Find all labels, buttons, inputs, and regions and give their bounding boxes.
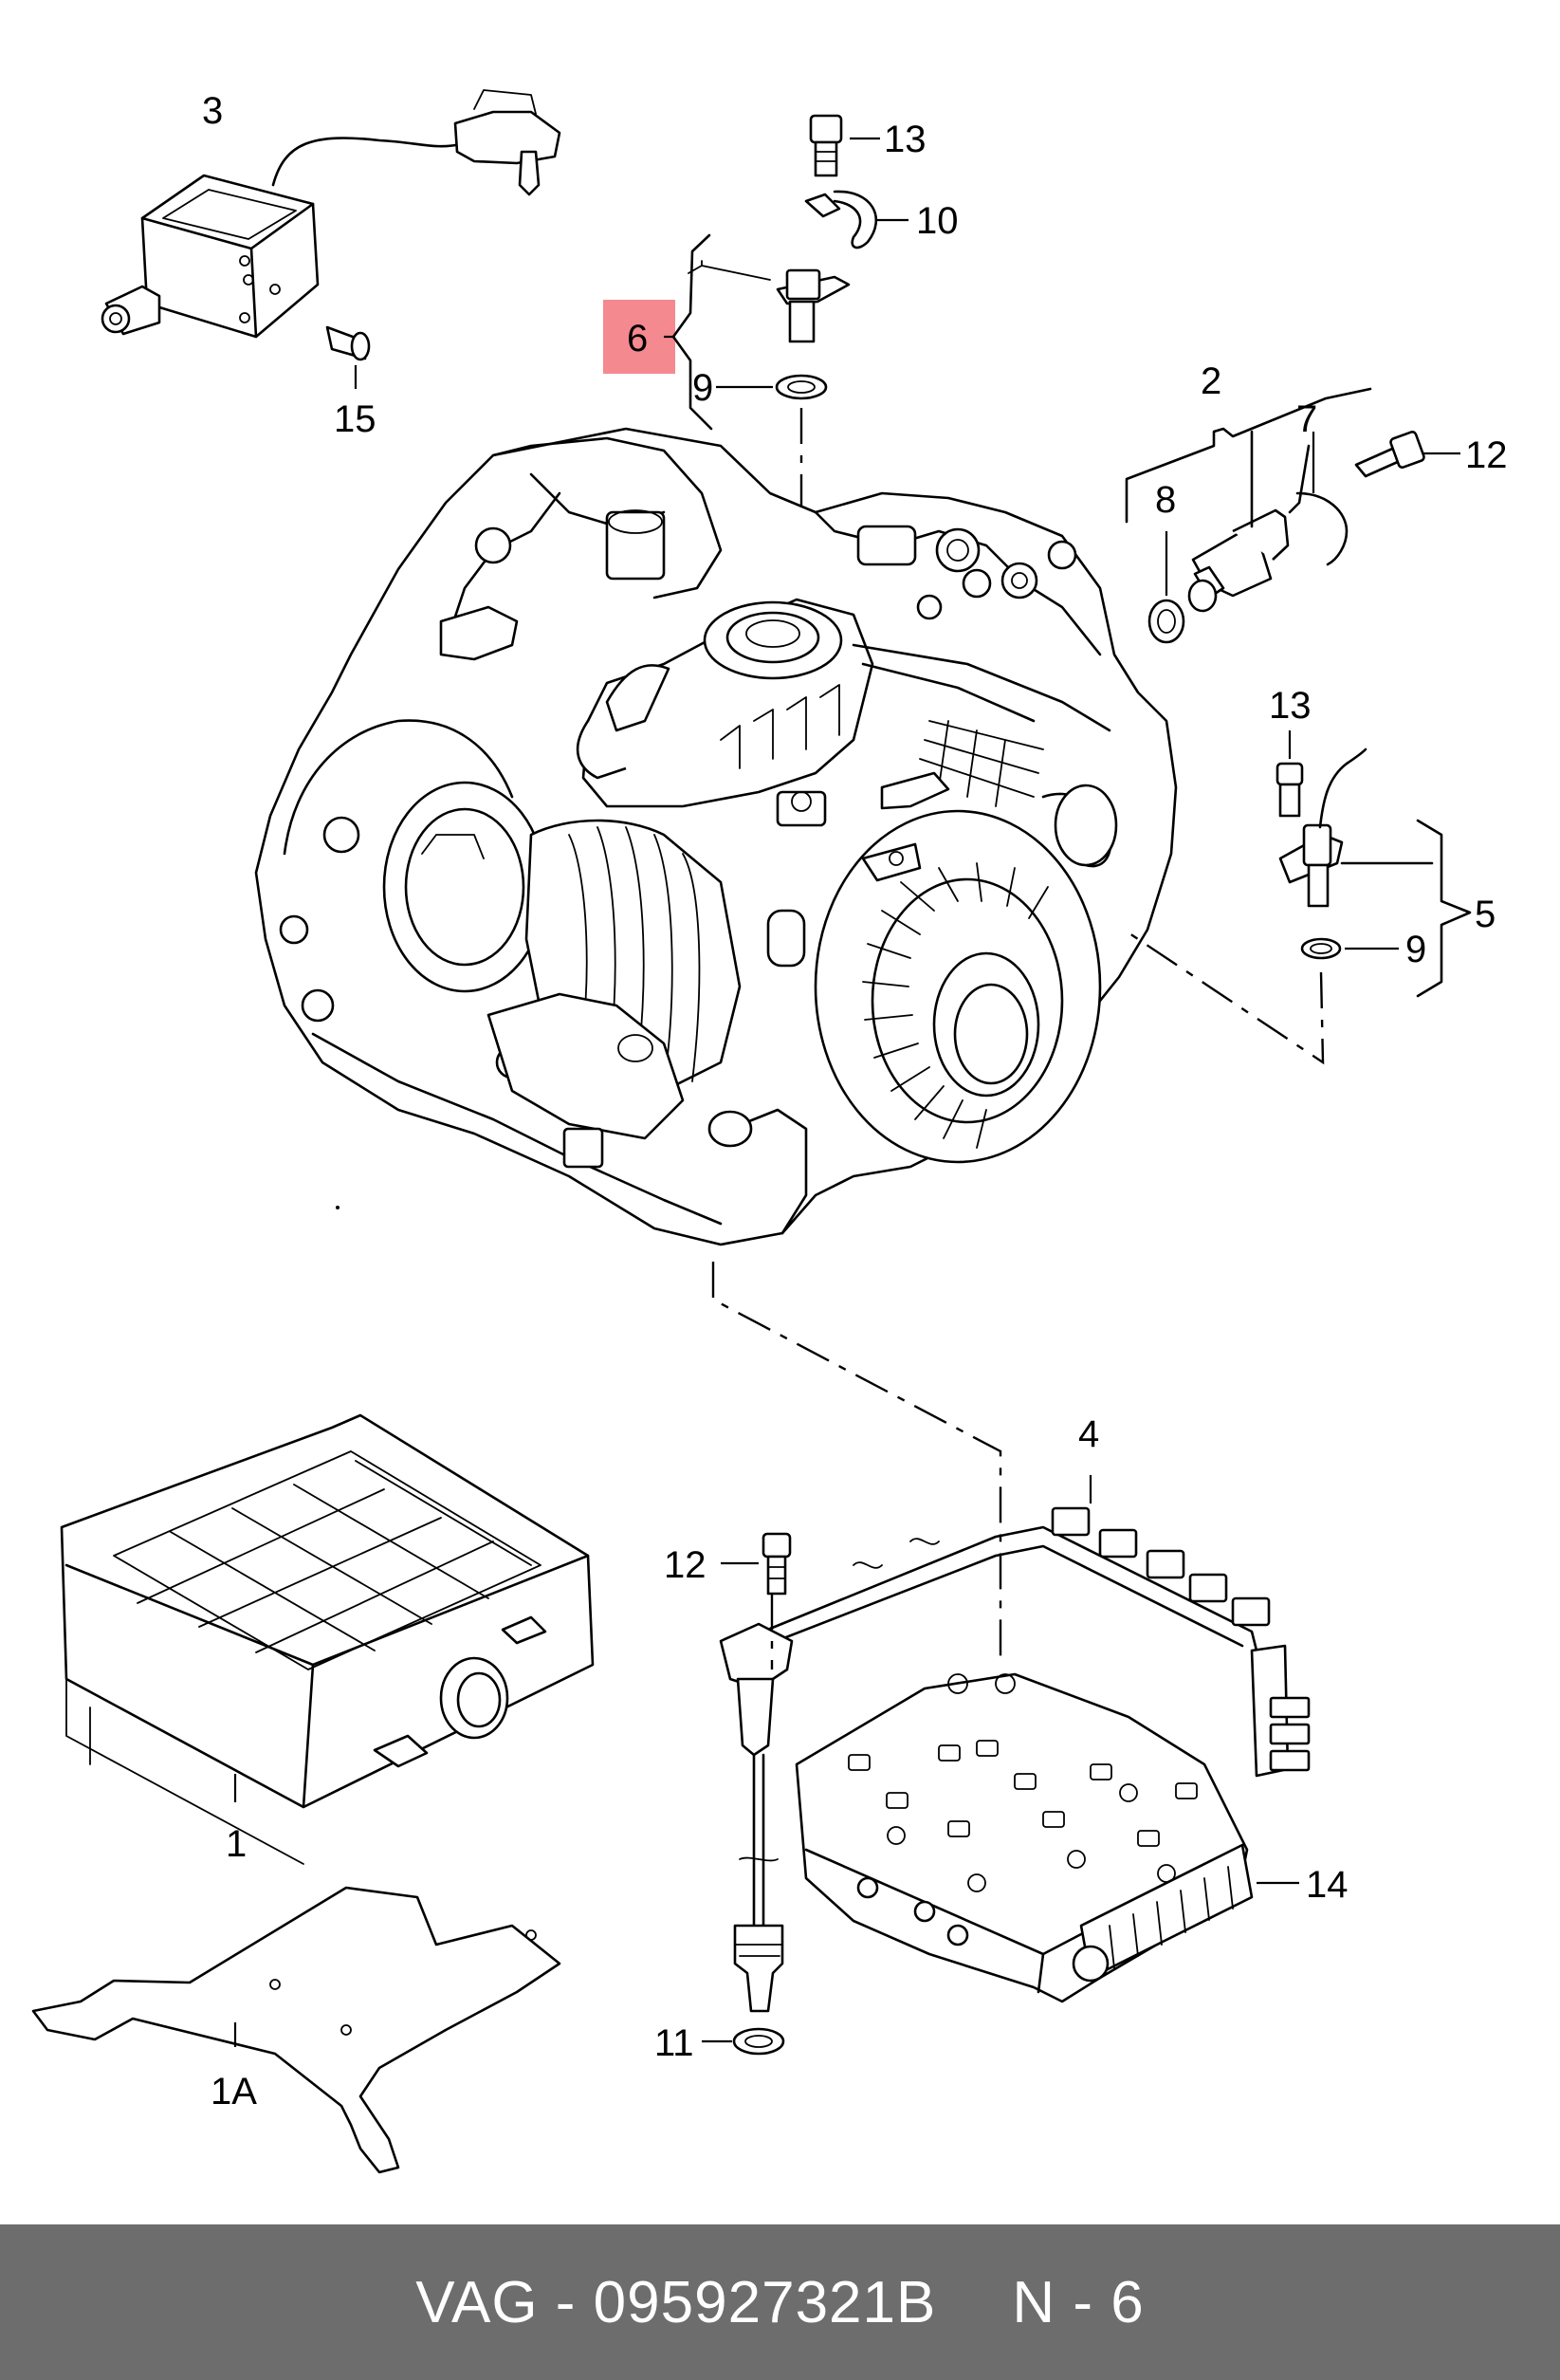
- callout-9-top: 9: [692, 367, 713, 409]
- part-7-pressure-switch[interactable]: [1191, 430, 1349, 598]
- part-2-bracket-group: [1125, 387, 1372, 524]
- callout-13-top: 13: [884, 119, 927, 160]
- diagram-page-text: N - 6: [1012, 2269, 1145, 2335]
- callout-4: 4: [1078, 1413, 1099, 1455]
- part-3-sensor-unit[interactable]: [101, 89, 561, 339]
- part-5-speed-sensor[interactable]: [1278, 747, 1472, 998]
- highlight-box-part-6: [603, 300, 675, 374]
- part-12-bolt-lower[interactable]: [721, 1532, 792, 1596]
- callout-2: 2: [1201, 360, 1221, 402]
- part-8-seal-ring[interactable]: [1147, 531, 1225, 644]
- callout-6: 6: [627, 318, 648, 360]
- callout-3: 3: [202, 90, 223, 132]
- part-14-valve-body[interactable]: [795, 1672, 1299, 2003]
- part-1-control-unit[interactable]: [60, 1413, 595, 1865]
- callout-1A: 1A: [211, 2071, 257, 2112]
- part-13-bolt-top[interactable]: [809, 114, 880, 177]
- callout-12-top: 12: [1465, 434, 1508, 476]
- callout-15: 15: [334, 398, 376, 440]
- callout-12-lower: 12: [664, 1544, 707, 1586]
- callout-1: 1: [226, 1823, 247, 1865]
- exploded-parts-diagram: 3 15 13 10 6 9 2 7 12 8 13 5 9 4 12 1 14…: [31, 89, 1508, 2174]
- callout-13-right: 13: [1269, 685, 1312, 727]
- part-9-o-ring-top[interactable]: [716, 374, 828, 400]
- part-11-o-ring[interactable]: [702, 2027, 785, 2056]
- callout-8: 8: [1155, 479, 1176, 521]
- callout-5: 5: [1475, 894, 1496, 935]
- callout-10: 10: [916, 200, 959, 242]
- footer-bar: VAG - 095927321B N - 6: [0, 2224, 1560, 2380]
- part-12-bolt-top[interactable]: [1354, 431, 1460, 478]
- long-speed-sensor[interactable]: [719, 1594, 794, 2013]
- callout-14: 14: [1306, 1864, 1349, 1906]
- part-4-wiring-harness[interactable]: [738, 1475, 1311, 1778]
- part-10-clip[interactable]: [804, 190, 908, 249]
- gearbox-housing: [254, 427, 1178, 1246]
- part-1A-mounting-bracket[interactable]: [31, 1886, 561, 2174]
- part-13-bolt-right[interactable]: [1276, 730, 1304, 818]
- part-9-o-ring-right[interactable]: [1300, 937, 1399, 960]
- part-15-screw[interactable]: [325, 325, 371, 389]
- part-6-speed-sensor[interactable]: [664, 233, 851, 431]
- callout-11: 11: [654, 2022, 694, 2064]
- callout-9-right: 9: [1405, 929, 1426, 970]
- part-number-text: VAG - 095927321B: [415, 2269, 937, 2335]
- callout-7: 7: [1296, 398, 1317, 440]
